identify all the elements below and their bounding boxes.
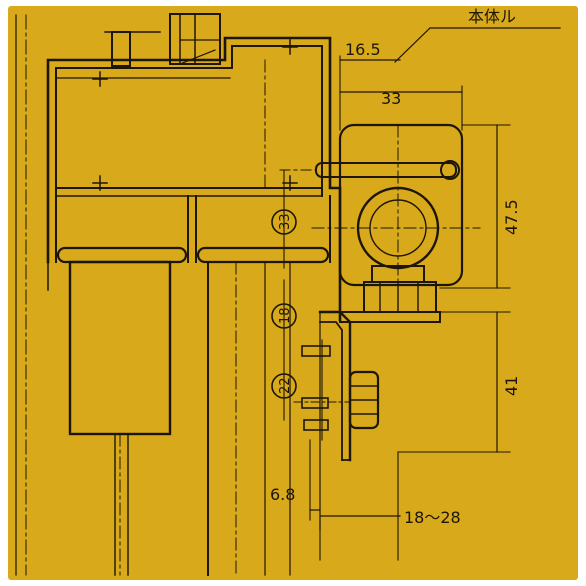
right-panel	[207, 261, 291, 576]
adjuster-screw	[293, 339, 380, 441]
roller-bracket	[279, 123, 481, 301]
circled-33-label: 33	[278, 213, 293, 230]
header-leader	[394, 27, 431, 63]
top-fitting	[104, 13, 221, 67]
dim-18-28: 18～28	[319, 451, 461, 561]
drawing-sheet: 本体ル	[8, 6, 578, 580]
dim-33-label: 33	[381, 89, 401, 108]
dim-41: 41	[397, 311, 521, 453]
technical-drawing: 本体ル	[15, 7, 561, 576]
dim-47-5-label: 47.5	[502, 199, 521, 235]
frame-profile	[46, 36, 342, 322]
dim-16-5-label: 16.5	[345, 40, 381, 59]
dim-33: 33	[339, 55, 463, 131]
dim-6-8-label: 6.8	[270, 485, 295, 504]
dim-circled-33: 33	[271, 169, 297, 269]
dim-41-label: 41	[502, 376, 521, 396]
dim-circled-22: 22	[271, 349, 297, 421]
dim-47-5: 47.5	[439, 124, 521, 289]
dim-18-28-label: 18～28	[404, 508, 461, 527]
roller-base	[339, 265, 441, 323]
dim-circled-18: 18	[271, 279, 297, 351]
left-panel	[68, 260, 172, 576]
header-fragment: 本体ル	[468, 7, 516, 26]
dim-16-5: 16.5	[339, 40, 401, 61]
dim-6-8: 6.8	[270, 439, 321, 521]
l-bracket	[318, 310, 352, 531]
circled-18-label: 18	[278, 307, 293, 324]
circled-22-label: 22	[278, 377, 293, 394]
